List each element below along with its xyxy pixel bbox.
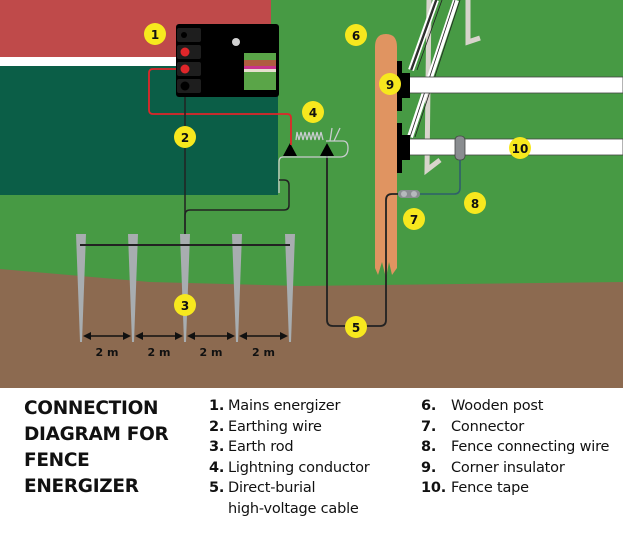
badge-9: [379, 73, 401, 95]
legend-item: 10.Fence tape: [421, 478, 609, 499]
earth-rods: [76, 234, 295, 342]
badge-label: 6: [352, 29, 360, 43]
badge-5: [345, 316, 367, 338]
fence-connecting-wire: [410, 160, 461, 195]
number-badges: 1 2 3 4 5 6 7 8 9 10: [144, 23, 531, 338]
legend-label: Connector: [451, 418, 524, 435]
badge-6: [345, 24, 367, 46]
legend-label: Earthing wire: [228, 418, 322, 435]
legend-item: 3.Earth rod: [209, 437, 370, 458]
earth-rod: [180, 234, 190, 342]
badge-label: 7: [410, 213, 418, 227]
legend-label: Earth rod: [228, 439, 294, 456]
legend-number: 9.: [421, 459, 437, 476]
distance-label: 2 m: [252, 346, 275, 359]
high-voltage-cable: [326, 155, 398, 327]
earth-rod: [128, 234, 138, 342]
legend-label: Lightning conductor: [228, 459, 370, 476]
arrow-right-icon: [175, 332, 183, 340]
badge-label: 9: [386, 78, 394, 92]
title-line: DIAGRAM FOR: [24, 424, 169, 445]
legend-label: high-voltage cable: [228, 500, 359, 517]
badge-10: [509, 137, 531, 159]
legend-number: 6.: [421, 398, 437, 414]
legend-number: 2.: [209, 418, 225, 435]
legend-item: 8. Fence connecting wire: [421, 437, 609, 458]
badge-label: 8: [471, 197, 479, 211]
earth-branch-wire: [184, 179, 290, 244]
legend-column-2: 6. Wooden post 7. Connector 8. Fence connec…: [421, 396, 609, 499]
legend-number: 1.: [209, 398, 225, 414]
legend-label: Fence connecting wire: [451, 439, 610, 456]
mains-energizer: [176, 24, 279, 97]
fence-energizer-diagram: 2 m 2 m 2 m 2 m 1 2 3 4 5 6 7 8 9 10: [0, 0, 623, 388]
badge-1: [144, 23, 166, 45]
legend-item: 4.Lightning conductor: [209, 458, 370, 479]
arrow-right-icon: [227, 332, 235, 340]
arrow-left-icon: [187, 332, 195, 340]
earth-rod: [76, 234, 86, 342]
legend-label: Wooden post: [451, 398, 544, 414]
legend-label: Direct-burial: [228, 480, 316, 497]
legend-item: 9. Corner insulator: [421, 458, 609, 479]
legend-column-1: 1.Mains energizer 2.Earthing wire 3.Eart…: [209, 396, 370, 520]
arrow-left-icon: [135, 332, 143, 340]
arrow-left-icon: [83, 332, 91, 340]
legend-item: 7. Connector: [421, 417, 609, 438]
badge-4: [302, 101, 324, 123]
earth-rod: [285, 234, 295, 342]
badge-label: 4: [309, 106, 317, 120]
title-line: FENCE: [24, 450, 90, 471]
badge-2: [174, 126, 196, 148]
title-line: CONNECTION: [24, 398, 159, 419]
legend: CONNECTION DIAGRAM FOR FENCE ENERGIZER 1…: [0, 396, 623, 533]
connector-7: [398, 190, 420, 198]
wooden-post: [375, 34, 397, 278]
badge-label: 10: [512, 142, 529, 156]
legend-number: 7.: [421, 418, 437, 435]
legend-number: 8.: [421, 439, 437, 456]
legend-label: Fence tape: [451, 480, 529, 497]
arrow-right-icon: [280, 332, 288, 340]
badge-3: [174, 294, 196, 316]
legend-label: Corner insulator: [451, 459, 565, 476]
diagram-title: CONNECTION DIAGRAM FOR FENCE ENERGIZER: [24, 396, 194, 500]
fence-tape-upper: [408, 76, 623, 94]
tape-connector: [454, 135, 466, 161]
house-stripe: [0, 57, 176, 66]
distance-label: 2 m: [148, 346, 171, 359]
distance-markers: 2 m 2 m 2 m 2 m: [83, 332, 288, 359]
badge-7: [403, 208, 425, 230]
legend-label: Mains energizer: [228, 398, 341, 414]
legend-item: 5.Direct-burial: [209, 478, 370, 499]
badge-label: 3: [181, 299, 189, 313]
distance-label: 2 m: [200, 346, 223, 359]
badge-8: [464, 192, 486, 214]
distance-label: 2 m: [96, 346, 119, 359]
badge-label: 2: [181, 131, 189, 145]
title-line: ENERGIZER: [24, 476, 139, 497]
badge-label: 5: [352, 321, 360, 335]
legend-number: 4.: [209, 459, 225, 476]
live-wire: [148, 68, 292, 145]
earth-rod: [232, 234, 242, 342]
badge-label: 1: [151, 28, 159, 42]
lightning-conductor: [278, 127, 349, 193]
arrow-left-icon: [239, 332, 247, 340]
legend-item: 2.Earthing wire: [209, 417, 370, 438]
legend-number: 10.: [421, 480, 447, 497]
arrow-right-icon: [123, 332, 131, 340]
legend-number: 5.: [209, 480, 225, 497]
legend-item: 6. Wooden post: [421, 396, 609, 417]
legend-item-continuation: high-voltage cable: [209, 499, 370, 520]
legend-number: 3.: [209, 439, 225, 456]
corner-insulator-lower: [397, 123, 410, 173]
legend-item: 1.Mains energizer: [209, 396, 370, 417]
soil-ground: [0, 269, 623, 388]
